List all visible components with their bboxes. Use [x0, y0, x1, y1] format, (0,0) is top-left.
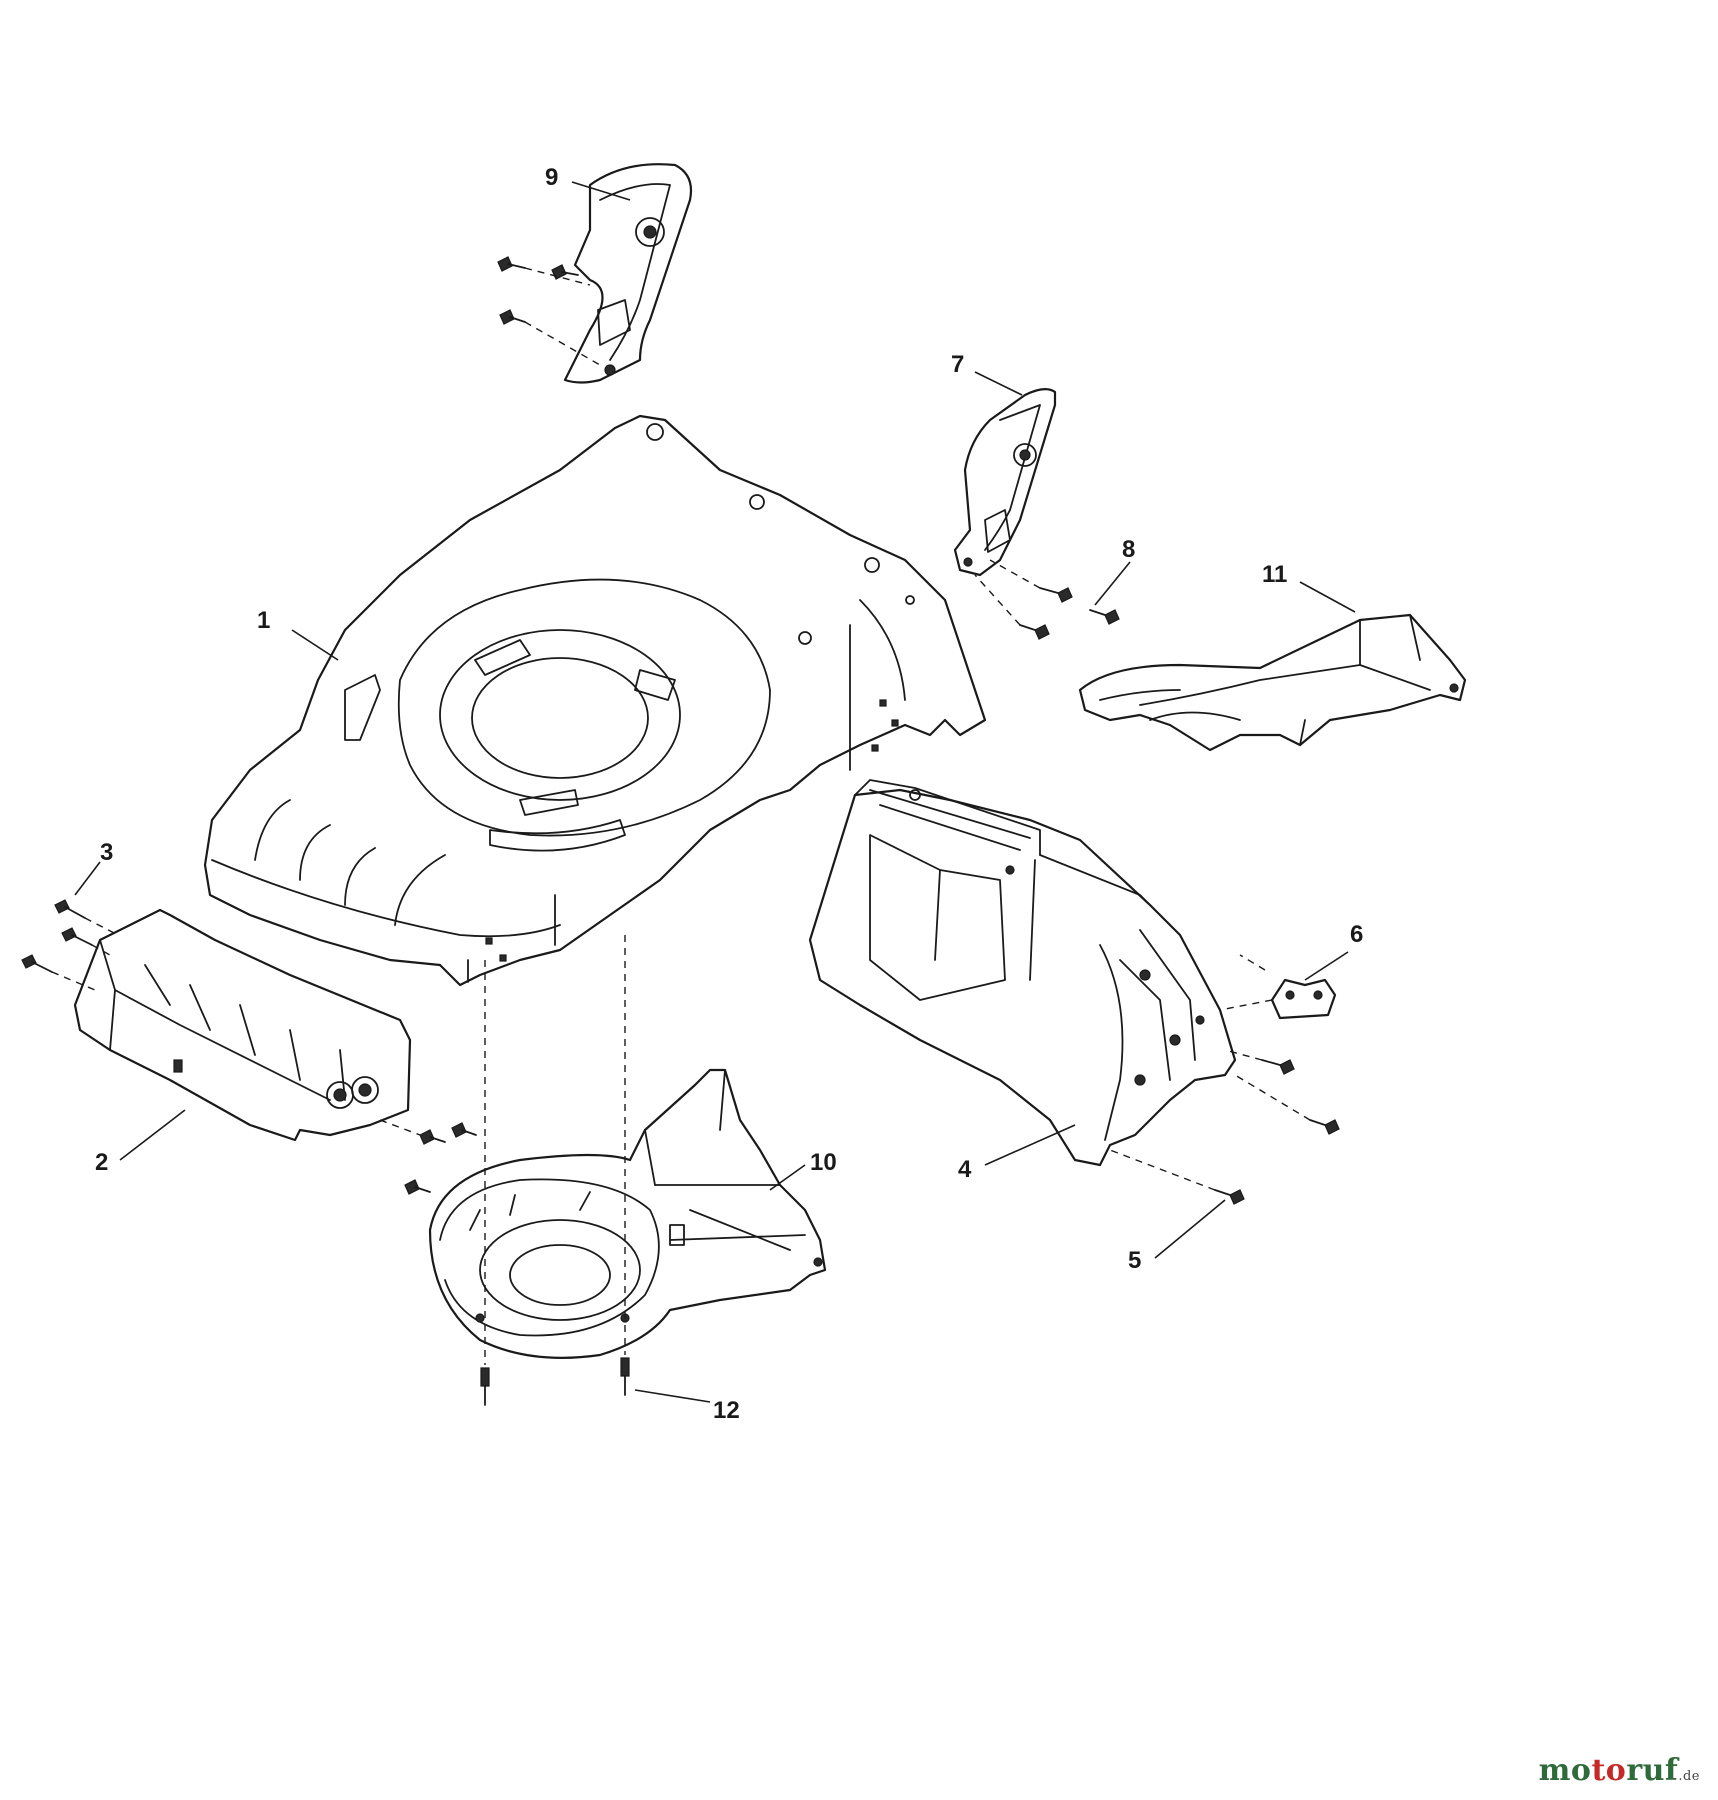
callout-7: 7 — [951, 351, 964, 378]
part-7-handle-bracket-right — [953, 388, 1057, 577]
callout-11: 11 — [1262, 561, 1287, 588]
callout-labels: 1 2 3 4 5 6 7 8 9 10 11 12 — [95, 164, 1363, 1424]
part-1-mower-deck — [203, 414, 987, 987]
callout-6: 6 — [1350, 921, 1363, 948]
watermark-tld: .de — [1678, 1769, 1700, 1784]
leader-12 — [634, 1389, 711, 1403]
part-2-rear-flap — [73, 908, 412, 1142]
callout-12: 12 — [713, 1397, 740, 1424]
part-6-plate — [1219, 954, 1337, 1020]
leader-lines — [74, 181, 1356, 1403]
leader-6 — [1304, 951, 1349, 981]
watermark-part-1: mo — [1538, 1753, 1592, 1788]
callout-8: 8 — [1122, 536, 1135, 563]
leader-9 — [571, 181, 631, 201]
callout-1: 1 — [257, 607, 270, 634]
leader-10 — [769, 1164, 806, 1191]
watermark-part-3: ruf — [1626, 1753, 1679, 1788]
part-12-screws — [379, 935, 630, 1406]
callout-3: 3 — [100, 839, 113, 866]
part-10-baffle — [428, 1068, 827, 1359]
part-4-discharge-chute — [808, 779, 1237, 1167]
part-5-screws — [1109, 1049, 1340, 1205]
callout-5: 5 — [1128, 1247, 1141, 1274]
callout-10: 10 — [810, 1149, 837, 1176]
leader-2 — [119, 1109, 186, 1161]
part-9-handle-bracket-left — [497, 163, 693, 384]
leader-1 — [291, 629, 339, 661]
leader-7 — [974, 371, 1023, 396]
callout-9: 9 — [545, 164, 558, 191]
part-3-screws — [21, 899, 119, 991]
leader-8 — [1094, 561, 1131, 606]
callout-4: 4 — [958, 1156, 972, 1183]
part-8-screws — [974, 559, 1120, 640]
leader-11 — [1299, 581, 1356, 613]
leader-4 — [984, 1124, 1076, 1166]
leader-3 — [74, 861, 101, 896]
leader-5 — [1154, 1199, 1226, 1259]
watermark-part-2: to — [1591, 1753, 1627, 1788]
part-11-mulch-plug — [1078, 613, 1467, 752]
callout-2: 2 — [95, 1149, 108, 1176]
watermark-logo: motoruf.de — [1539, 1753, 1700, 1788]
